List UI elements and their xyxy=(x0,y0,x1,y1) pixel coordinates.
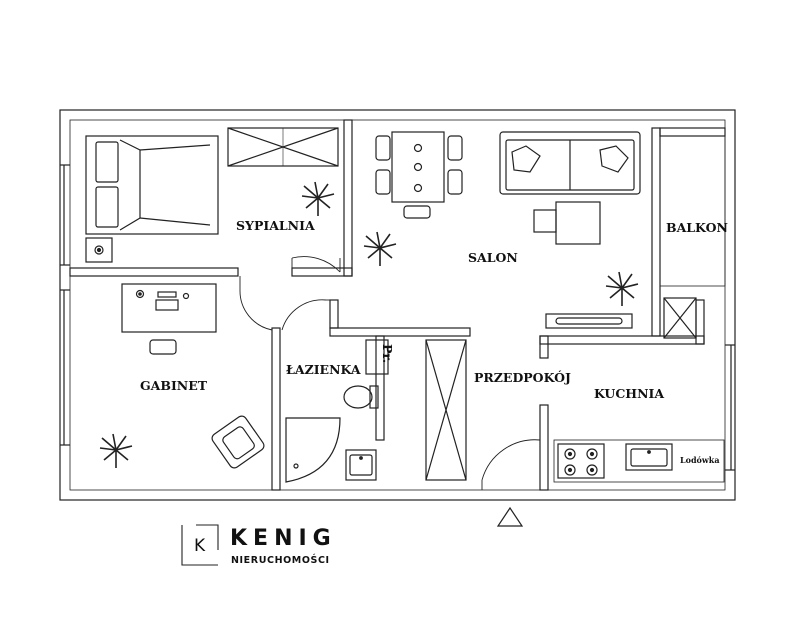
bedroom-furniture xyxy=(85,127,339,263)
plant-icon xyxy=(605,271,639,306)
wardrobe xyxy=(227,127,339,167)
balcony xyxy=(659,135,726,339)
sofa-icon xyxy=(499,131,641,195)
salon-furniture xyxy=(363,131,641,329)
room-label-salon: SALON xyxy=(468,250,518,265)
stove-icon xyxy=(557,443,605,479)
sink-icon xyxy=(345,449,377,481)
armchair xyxy=(211,415,265,469)
toilet xyxy=(343,385,379,409)
room-label-sypialnia: SYPIALNIA xyxy=(236,218,315,233)
sink-icon xyxy=(625,443,673,471)
plant-icon xyxy=(301,181,335,216)
office-furniture xyxy=(99,283,265,469)
kenig-logo: K KENIG NIERUCHOMOŚCI xyxy=(181,524,337,566)
washing-machine xyxy=(365,339,389,375)
tv-stand xyxy=(545,313,633,329)
doors xyxy=(239,256,541,490)
bathroom-fixtures xyxy=(285,339,389,483)
desk xyxy=(121,283,217,355)
logo-name: KENIG xyxy=(230,526,337,551)
kitchen-fixtures xyxy=(553,439,725,483)
outer-walls xyxy=(59,109,736,501)
hall-wardrobe xyxy=(425,339,467,481)
shower xyxy=(285,417,341,483)
appliance-label-lodowka: Lodówka xyxy=(680,455,720,465)
nightstand xyxy=(85,237,113,263)
room-label-kuchnia: KUCHNIA xyxy=(594,386,664,401)
plant-icon xyxy=(99,433,133,468)
entrance-arrow-icon xyxy=(496,506,524,527)
room-label-przedpokoj: PRZEDPOKÓJ xyxy=(474,369,571,385)
room-label-balkon: BALKON xyxy=(666,220,728,235)
plant-icon xyxy=(363,231,397,266)
room-label-lazienka: ŁAZIENKA xyxy=(286,362,361,377)
dining-table xyxy=(375,131,463,219)
bed-icon xyxy=(85,135,219,235)
room-label-gabinet: GABINET xyxy=(140,378,208,393)
logo-subtitle: NIERUCHOMOŚCI xyxy=(231,554,330,566)
coffee-table xyxy=(533,201,601,245)
logo-letter: K xyxy=(194,536,206,556)
appliance-label-pralka: Pr. xyxy=(380,344,395,363)
interior-walls xyxy=(69,119,726,491)
